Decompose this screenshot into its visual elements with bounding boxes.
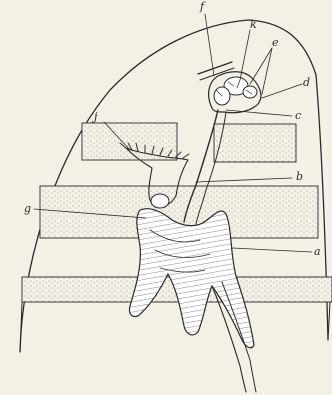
label-g: g (24, 202, 31, 215)
label-b: b (296, 170, 303, 183)
label-k: k (250, 18, 257, 31)
band-upper-right (214, 124, 296, 162)
label-d: d (303, 76, 310, 89)
band-upper-left (82, 123, 177, 160)
label-c: c (295, 109, 301, 122)
label-a: a (314, 245, 321, 258)
label-e: e (272, 36, 279, 49)
